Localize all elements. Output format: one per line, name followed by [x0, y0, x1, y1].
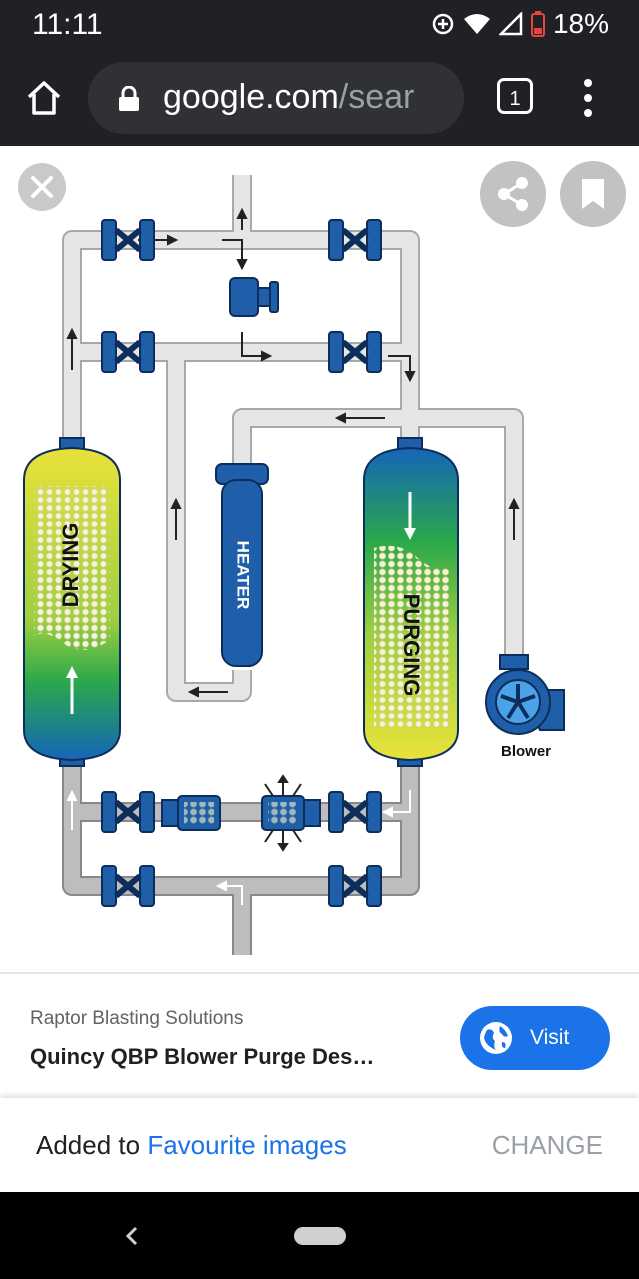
- globe-icon: [480, 1022, 512, 1054]
- overflow-menu-icon[interactable]: [578, 76, 598, 120]
- back-icon[interactable]: [124, 1222, 140, 1250]
- signal-icon: [498, 12, 523, 36]
- system-nav-bar: [0, 1192, 639, 1279]
- url-text: google.com/sear: [163, 78, 414, 117]
- close-button[interactable]: [18, 163, 66, 211]
- share-icon: [498, 177, 528, 211]
- purging-label: PURGING: [399, 594, 424, 697]
- status-icons: 18%: [431, 8, 609, 40]
- image-viewer: DRYING PURGING HEATER Blower: [0, 146, 639, 972]
- result-title[interactable]: Quincy QBP Blower Purge Des…: [30, 1044, 375, 1069]
- change-button[interactable]: CHANGE: [491, 1130, 603, 1160]
- bookmark-icon: [582, 179, 604, 209]
- browser-toolbar: google.com/sear 1: [0, 52, 639, 146]
- home-pill[interactable]: [294, 1227, 346, 1245]
- heater-label: HEATER: [234, 541, 253, 610]
- blower: Blower: [485, 654, 565, 760]
- result-info-card: Raptor Blasting Solutions Quincy QBP Blo…: [0, 974, 639, 1098]
- close-icon: [31, 176, 53, 198]
- visit-button[interactable]: Visit: [460, 1006, 610, 1070]
- battery-percent: 18%: [552, 8, 609, 39]
- purging-tower: PURGING: [363, 437, 459, 767]
- share-button[interactable]: [480, 161, 546, 227]
- location-icon: [432, 13, 454, 35]
- wifi-icon: [463, 14, 490, 34]
- lock-icon: [119, 86, 139, 111]
- status-time: 11:11: [32, 8, 103, 41]
- tab-switcher-button[interactable]: 1: [497, 78, 533, 114]
- url-host: google.com: [163, 78, 339, 116]
- snackbar: Added to Favourite images CHANGE: [0, 1098, 639, 1192]
- divider: [0, 972, 639, 974]
- heater: HEATER: [215, 463, 269, 667]
- bookmark-button[interactable]: [560, 161, 626, 227]
- drying-label: DRYING: [58, 523, 83, 608]
- status-bar: 11:11 18%: [0, 0, 639, 52]
- address-bar[interactable]: google.com/sear: [88, 62, 464, 134]
- drying-tower: DRYING: [23, 437, 121, 767]
- url-path: /sear: [338, 78, 415, 116]
- blower-label: Blower: [501, 743, 551, 760]
- snackbar-prefix: Added to: [36, 1130, 148, 1160]
- favourites-link[interactable]: Favourite images: [147, 1130, 347, 1160]
- dryer-diagram: DRYING PURGING HEATER Blower: [23, 175, 565, 955]
- visit-label: Visit: [530, 1026, 570, 1049]
- valves: [101, 219, 382, 907]
- snackbar-message: Added to Favourite images: [36, 1130, 347, 1161]
- battery-icon: [530, 11, 545, 37]
- home-icon[interactable]: [24, 78, 64, 118]
- result-source[interactable]: Raptor Blasting Solutions: [30, 1008, 244, 1029]
